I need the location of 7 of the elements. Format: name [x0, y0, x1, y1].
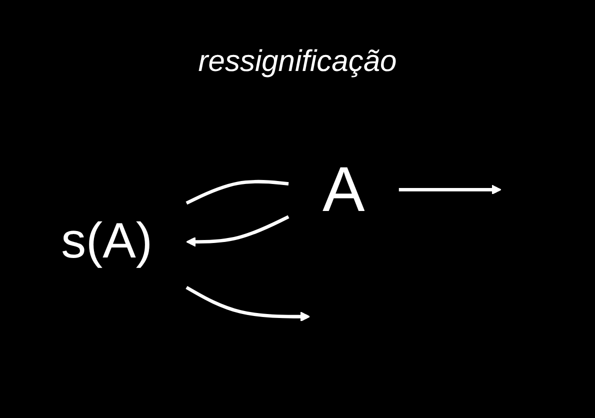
arrow [398, 184, 501, 194]
diagram-title: ressignificação [197, 45, 398, 79]
arrow [185, 286, 310, 322]
connector-line [185, 180, 288, 204]
node-label: A [322, 153, 364, 224]
arrow [186, 214, 289, 246]
node-label: s(A) [60, 213, 152, 269]
